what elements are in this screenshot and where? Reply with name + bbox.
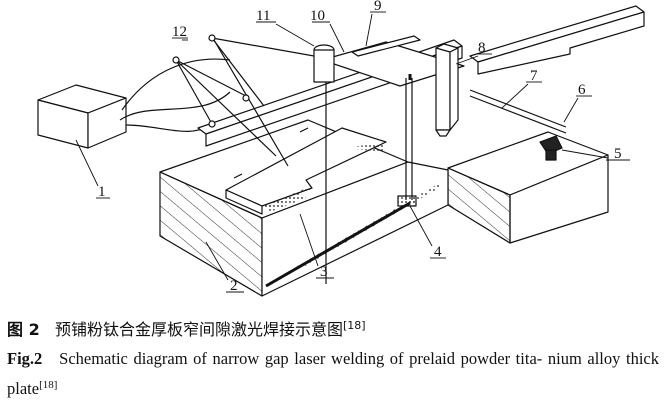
caption-text-en: Schematic diagram of narrow gap laser we…	[7, 349, 659, 398]
clamp-5	[539, 135, 563, 161]
caption-english: Fig.2 Schematic diagram of narrow gap la…	[7, 345, 659, 402]
label-4: 4	[434, 244, 442, 260]
citation-cn: [18]	[343, 319, 366, 332]
label-6: 6	[578, 82, 586, 98]
caption-text-cn: 预铺粉钛合金厚板窄间隙激光焊接示意图	[54, 320, 343, 339]
label-1: 1	[98, 184, 106, 200]
citation-en: [18]	[39, 379, 58, 391]
figure-number-cn: 图 2	[7, 320, 40, 339]
robot-arm	[172, 34, 315, 167]
powder-nozzle	[397, 74, 417, 207]
column-8	[435, 43, 459, 137]
label-10: 10	[310, 8, 325, 24]
laser-source-box	[37, 84, 127, 149]
laser-head	[313, 44, 335, 284]
label-11: 11	[256, 8, 270, 24]
label-2: 2	[230, 278, 238, 294]
gantry-beam	[321, 35, 465, 87]
figure-number-en: Fig.2	[7, 349, 43, 368]
cable	[121, 58, 231, 111]
cable	[119, 91, 231, 121]
label-8: 8	[478, 40, 486, 56]
welding-schematic: 1 2 3 4 5 6 7 8 9 10 11 12	[37, 0, 645, 297]
part-labels: 1 2 3 4 5 6 7 8 9 10 11 12	[98, 0, 622, 294]
base-block-right	[447, 131, 609, 244]
workpiece-block	[159, 119, 449, 297]
label-9: 9	[374, 0, 382, 14]
label-7: 7	[530, 68, 538, 84]
leaders	[75, 11, 630, 293]
caption-chinese: 图 2 预铺粉钛合金厚板窄间隙激光焊接示意图[18]	[7, 316, 366, 340]
label-5: 5	[614, 146, 622, 162]
titanium-plate	[225, 127, 387, 215]
label-3: 3	[320, 264, 328, 280]
label-12: 12	[172, 24, 187, 40]
